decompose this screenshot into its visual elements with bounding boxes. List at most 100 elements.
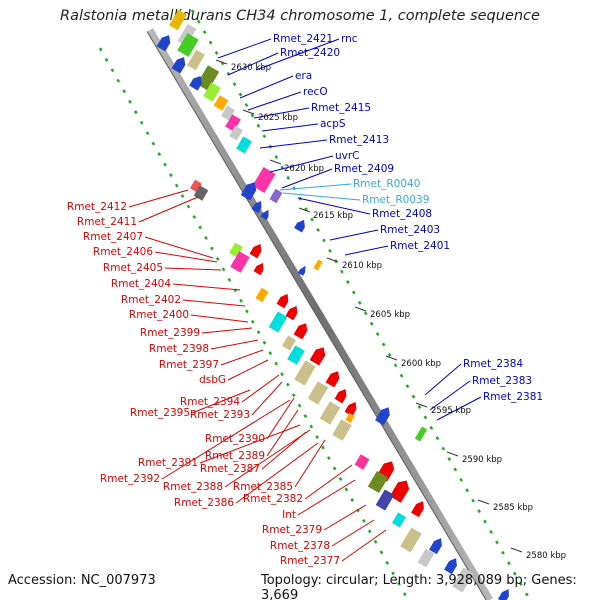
gene-feature — [400, 527, 422, 553]
gene-label: Rmet_2413 — [329, 134, 389, 146]
leader-line — [323, 504, 367, 531]
gene-feature — [452, 567, 474, 593]
gene-label: Rmet_2403 — [380, 224, 440, 236]
gene-label: Rmet_2381 — [483, 391, 543, 403]
leader-line — [424, 363, 462, 396]
scale-tick — [242, 109, 255, 115]
gene-label: Rmet_2397 — [159, 359, 219, 371]
leader-line — [329, 229, 379, 241]
gene-label: Rmet_2378 — [270, 540, 330, 552]
scale-tick-label: 2625 kbp — [258, 113, 298, 123]
scale-tick — [510, 547, 523, 553]
gene-feature — [285, 305, 298, 321]
gene-feature — [287, 345, 305, 365]
gene-label: era — [295, 70, 312, 82]
gene-feature — [444, 558, 457, 575]
gene-label: Rmet_2379 — [262, 524, 322, 536]
leader-line — [154, 251, 218, 263]
gene-feature — [313, 259, 323, 271]
scale-tick-label: 2600 kbp — [401, 359, 441, 369]
gene-feature — [375, 407, 390, 426]
scale-tick — [415, 402, 428, 408]
gene-label: Rmet_2393 — [190, 409, 250, 421]
leader-line — [279, 183, 352, 191]
gene-label: Rmet_2405 — [103, 262, 163, 274]
gene-feature — [229, 242, 243, 258]
scale-tick — [215, 59, 228, 65]
gene-label: Rmet_2399 — [140, 327, 200, 339]
gene-label: recO — [303, 86, 328, 98]
gene-feature — [225, 114, 241, 132]
gene-label: rnc — [341, 33, 358, 45]
backbone — [146, 28, 494, 600]
gene-label: Rmet_2401 — [390, 240, 450, 252]
gene-feature — [417, 548, 435, 568]
gene-feature — [414, 426, 428, 442]
gene-labels: Rmet_2421Rmet_2420rncerarecORmet_2415acp… — [67, 33, 543, 567]
gene-label: Rmet_2415 — [311, 102, 371, 114]
gene-feature — [354, 454, 370, 470]
gene-label: Rmet_2402 — [121, 294, 181, 306]
leader-line — [227, 52, 279, 76]
gene-label: Rmet_2398 — [149, 343, 209, 355]
gene-feature — [236, 136, 252, 154]
gene-label: uvrC — [335, 150, 360, 162]
gene-feature — [332, 419, 352, 441]
gene-feature — [367, 470, 389, 494]
gene-label: Rmet_2408 — [372, 208, 432, 220]
gene-label: Rmet_2412 — [67, 201, 127, 213]
gene-feature — [169, 9, 187, 31]
leader-line — [255, 38, 340, 71]
leader-line — [344, 245, 389, 256]
gene-feature — [171, 57, 186, 74]
gene-label: Int — [282, 509, 296, 521]
gene-feature — [344, 401, 357, 417]
gene-feature — [297, 265, 306, 276]
leader-line — [227, 359, 269, 381]
label-leader-lines — [128, 38, 482, 562]
leader-line — [436, 396, 482, 421]
leader-line — [224, 429, 311, 488]
scale-tick-label: 2620 kbp — [284, 164, 324, 174]
leader-line — [247, 91, 302, 111]
gene-label: Rmet_2400 — [129, 309, 189, 321]
gene-feature — [269, 188, 283, 204]
leader-line — [429, 380, 471, 411]
leader-line — [235, 442, 319, 504]
leader-line — [259, 139, 328, 149]
gene-feature — [221, 105, 235, 121]
gene-feature — [251, 200, 262, 214]
gene-feature — [294, 360, 316, 386]
gene-feature — [203, 82, 221, 102]
gene-label: Rmet_2383 — [472, 375, 532, 387]
gene-label: dsbG — [199, 374, 226, 386]
leader-line — [304, 464, 353, 500]
gene-label: Rmet_2390 — [205, 433, 265, 445]
gene-label: Rmet_2377 — [280, 555, 340, 567]
gene-feature — [276, 293, 289, 309]
scale-tick-label: 2590 kbp — [462, 455, 502, 465]
leader-line — [297, 197, 371, 215]
leader-line — [341, 529, 387, 562]
gene-feature — [282, 335, 296, 351]
scale-tick-label: 2630 kbp — [231, 63, 271, 73]
gene-feature — [189, 75, 202, 91]
gene-label: Rmet_2392 — [100, 473, 160, 485]
gene-label: Rmet_2409 — [334, 163, 394, 175]
scale-tick-label: 2605 kbp — [370, 310, 410, 320]
gene-feature — [252, 166, 276, 194]
gene-label: acpS — [320, 118, 346, 130]
leader-line — [251, 381, 283, 416]
scale-tick — [298, 207, 311, 213]
gene-label: Rmet_2394 — [180, 396, 240, 408]
gene-feature — [392, 512, 406, 528]
scale-tick — [477, 499, 490, 505]
leader-line — [144, 236, 214, 259]
gene-feature — [429, 538, 442, 555]
leader-line — [269, 155, 334, 173]
scale-tick-label: 2580 kbp — [526, 551, 566, 561]
gene-feature — [293, 323, 308, 340]
reverse-strand-features — [156, 35, 357, 441]
leader-line — [190, 314, 249, 323]
